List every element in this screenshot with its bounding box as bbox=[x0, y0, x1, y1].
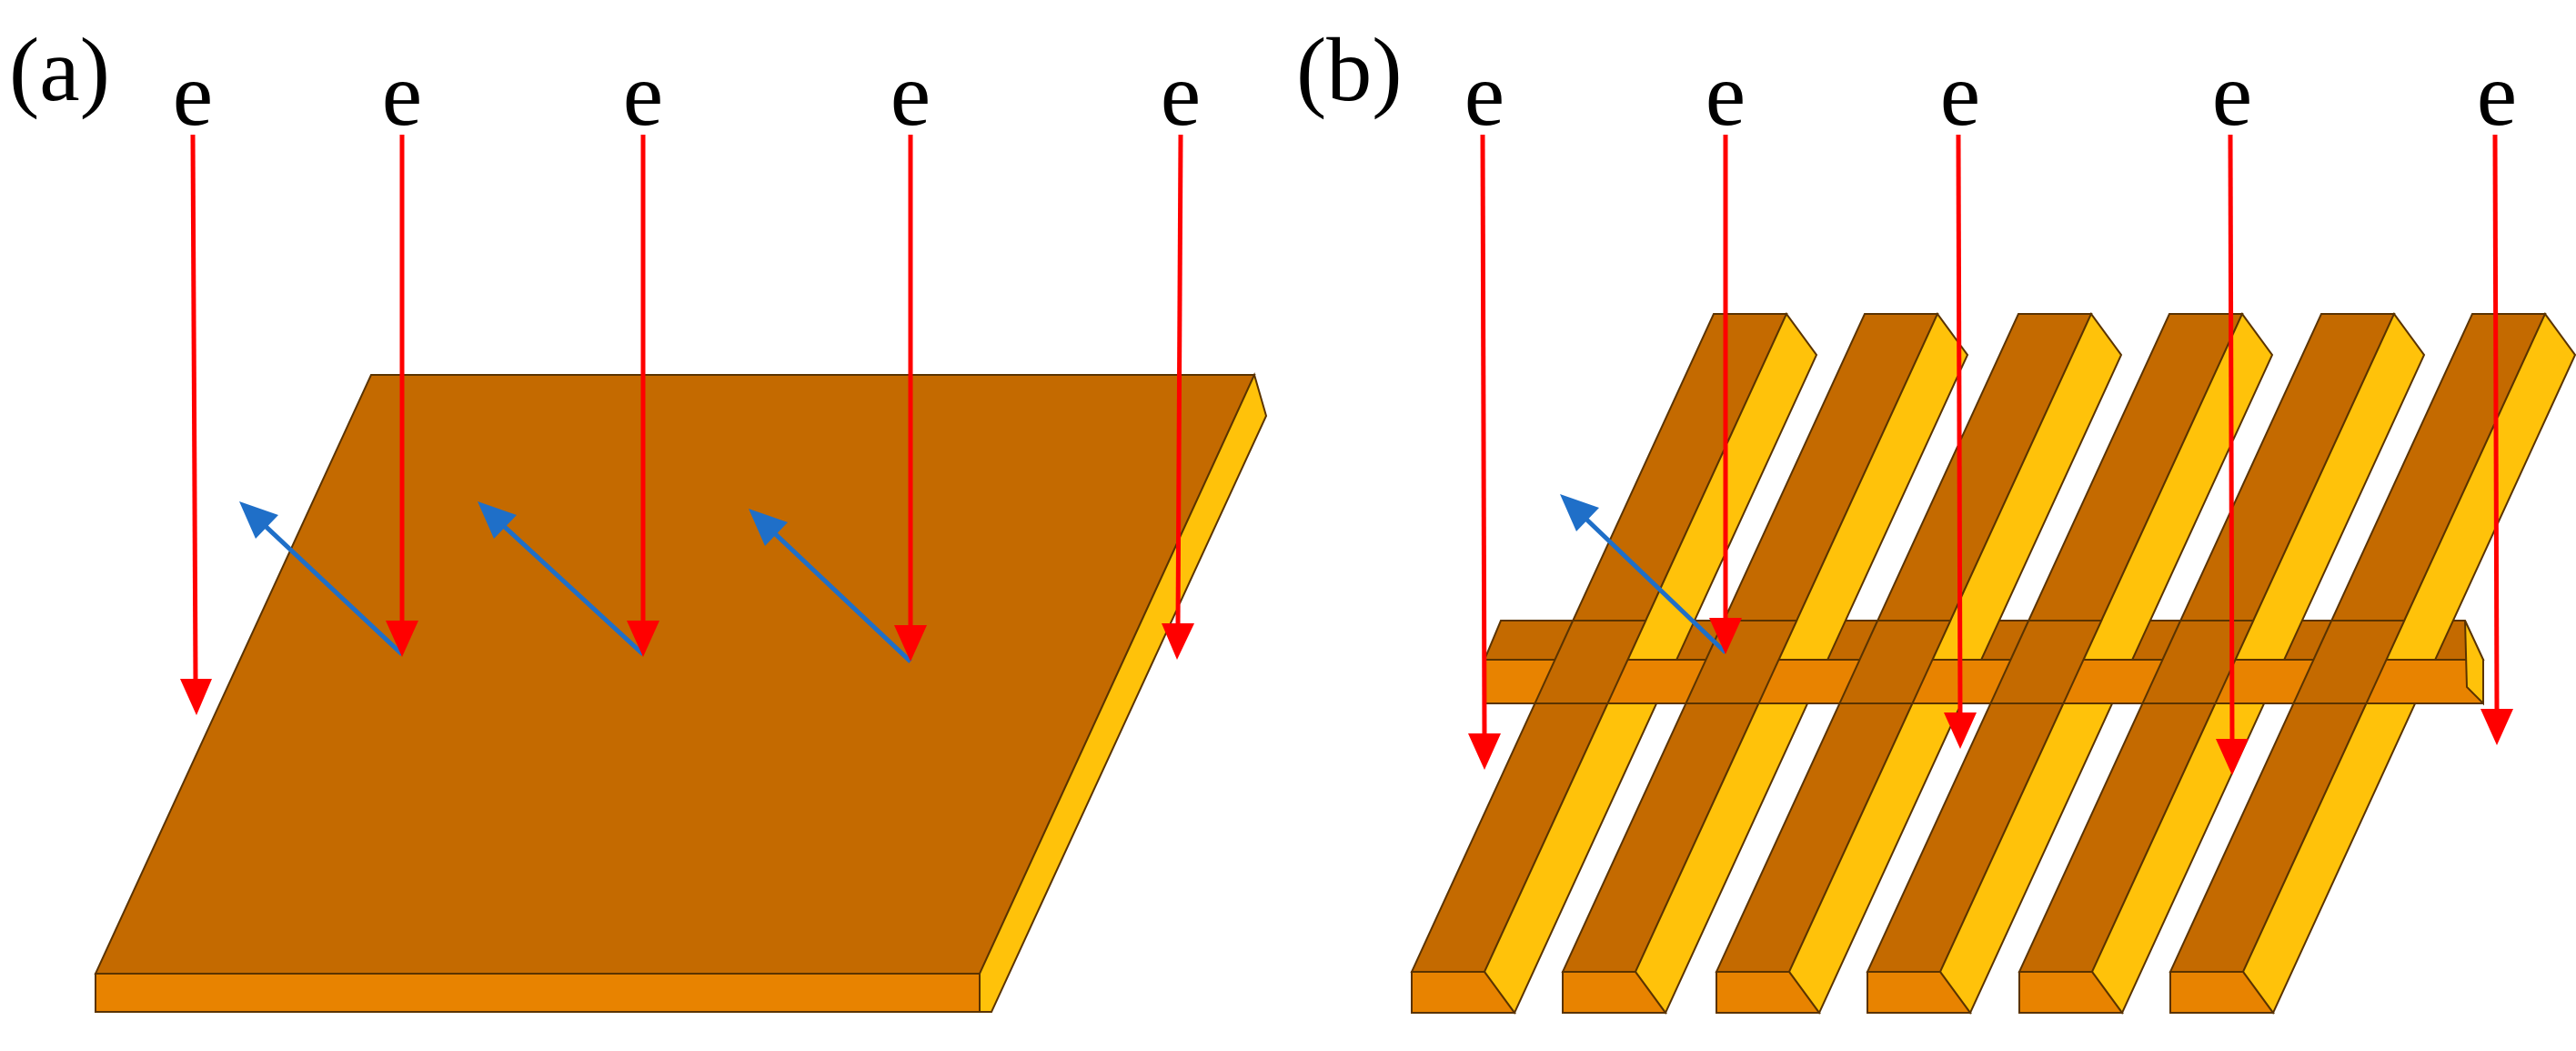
panel-b-label: (b) bbox=[1296, 19, 1403, 120]
electron-label: e bbox=[2477, 44, 2517, 145]
panel-a-label: (a) bbox=[9, 19, 110, 120]
panel-b: (b) e e e e e bbox=[1296, 19, 2576, 1015]
grating-bar-crossing bbox=[2291, 620, 2406, 704]
electron-label: e bbox=[1464, 44, 1504, 145]
plate-top-face bbox=[94, 374, 1256, 975]
grating-bar-front bbox=[2169, 971, 2275, 1014]
primary-electron-arrow bbox=[386, 135, 418, 657]
electron-label: e bbox=[1161, 44, 1201, 145]
grating-bar-crossing bbox=[1988, 620, 2103, 704]
grating-bar-front bbox=[1562, 971, 1667, 1014]
grating-structure bbox=[1410, 312, 2576, 1015]
grating-bar-crossing bbox=[1533, 620, 1647, 704]
electron-label: e bbox=[2212, 44, 2252, 145]
secondary-electron-arrow bbox=[1560, 494, 1727, 654]
grating-bar-front bbox=[1867, 971, 1972, 1014]
grating-bar-front bbox=[1716, 971, 1821, 1014]
electron-label: e bbox=[891, 44, 931, 145]
plate-front-face bbox=[95, 973, 981, 1013]
primary-electron-arrow bbox=[1709, 135, 1742, 654]
grating-bar-crossing bbox=[1837, 620, 1952, 704]
grating-bar-front bbox=[1411, 971, 1516, 1014]
primary-electron-arrow bbox=[180, 134, 212, 715]
grating-bar-crossing bbox=[2140, 620, 2255, 704]
panel-a: (a) e e e bbox=[9, 19, 1268, 1013]
primary-electron-arrow bbox=[894, 135, 927, 662]
electron-label: e bbox=[382, 44, 422, 145]
secondary-electron-arrow bbox=[478, 501, 645, 656]
plate-side-face bbox=[979, 372, 1268, 1013]
electron-label: e bbox=[1706, 44, 1746, 145]
solid-plate bbox=[94, 372, 1268, 1013]
primary-electron-arrow bbox=[1468, 134, 1501, 770]
primary-electron-arrow bbox=[627, 135, 659, 657]
cross-bar-side bbox=[2464, 620, 2484, 706]
primary-electron-arrow bbox=[1944, 134, 1977, 749]
secondary-electron-arrow bbox=[239, 501, 404, 656]
electron-label: e bbox=[623, 44, 663, 145]
grating-bar-front bbox=[2018, 971, 2124, 1014]
primary-electron-arrow bbox=[2480, 134, 2513, 745]
primary-electron-arrow bbox=[2216, 134, 2249, 775]
electron-label: e bbox=[1940, 44, 1980, 145]
secondary-electron-arrow bbox=[749, 509, 912, 663]
primary-electron-arrow bbox=[1162, 134, 1194, 660]
electron-label: e bbox=[173, 44, 213, 145]
grating-bar-crossing bbox=[1684, 620, 1798, 704]
